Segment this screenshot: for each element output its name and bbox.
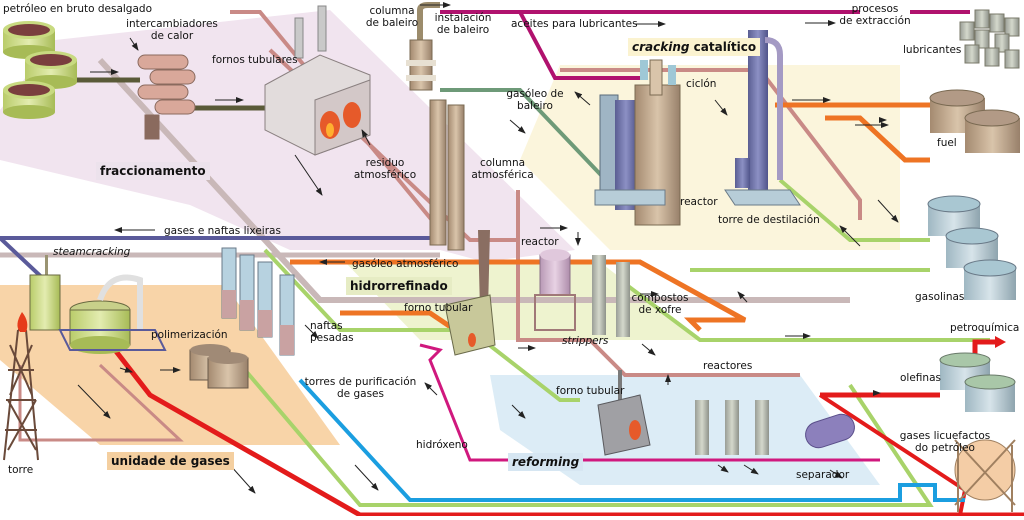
label-reactores: reactores <box>703 360 753 372</box>
label-strippers: strippers <box>562 335 609 347</box>
label-aceites-lubricantes: aceites para lubricantes <box>511 18 638 30</box>
label-line: do petróleo <box>915 442 975 454</box>
label-fornos-tubulares: fornos tubulares <box>212 54 298 66</box>
label-line: intercambiadores <box>126 18 218 30</box>
label-line: torres de purificación <box>304 376 417 388</box>
zone-reforming <box>490 375 880 485</box>
label-line: de baleiro <box>365 17 419 29</box>
label-polimerizacion: polimerización <box>151 329 228 341</box>
pipe-lpg <box>298 378 965 502</box>
label-torre: torre <box>8 464 34 476</box>
label-reactor-hidro: reactor <box>521 236 559 248</box>
section-cracking-rest: catalítico <box>689 40 757 54</box>
pipe-light-gas <box>0 236 440 287</box>
section-unidade-gases: unidade de gases <box>107 452 234 470</box>
zone-cracking <box>520 65 900 250</box>
label-line: columna <box>369 5 415 17</box>
label-line: atmosférica <box>471 169 534 181</box>
label-line: pesadas <box>310 332 354 344</box>
cracking-unit <box>594 30 801 226</box>
crude-tanks <box>3 21 77 119</box>
section-cracking-italic: cracking <box>632 40 690 54</box>
pipe-lubricant <box>440 10 640 80</box>
pipe-hydrogen <box>419 343 880 462</box>
label-line: baleiro <box>517 100 553 112</box>
label-line: de baleiro <box>436 24 490 36</box>
pipe-gasoline <box>618 278 990 342</box>
label-line: de xofre <box>638 304 682 316</box>
label-line: de calor <box>150 30 194 42</box>
label-line: instalación <box>434 12 492 24</box>
label-olefinas: olefinas <box>900 372 941 384</box>
label-gasoleo-atmosferico: gasóleo atmosférico <box>352 258 459 270</box>
label-line: compostos <box>631 292 689 304</box>
pipe-residue <box>516 190 800 377</box>
purification-towers <box>221 247 295 356</box>
label-separador: separador <box>796 469 850 481</box>
pipe-residue <box>230 10 442 232</box>
label-hidroxeno: hidróxeno <box>416 439 468 451</box>
pipe-gasoline <box>243 368 934 507</box>
reforming-unit <box>597 370 855 456</box>
label-line: naftas <box>310 320 343 332</box>
label-line: residuo <box>365 157 405 169</box>
label-petroquimica: petroquímica <box>950 322 1020 334</box>
label-petroleo-bruto: petróleo en bruto desalgado <box>3 3 152 15</box>
section-cracking-catalitico: cracking catalítico <box>628 38 761 56</box>
pipe-fuel <box>825 115 930 163</box>
section-fraccionamento: fraccionamento <box>96 162 210 180</box>
polymerisation-tanks <box>189 344 249 389</box>
steamcracking-unit <box>29 255 167 354</box>
lpg-sphere <box>954 439 1016 512</box>
label-line: procesos <box>851 3 899 15</box>
label-line: de gases <box>337 388 384 400</box>
fuel-tanks <box>929 89 1020 153</box>
label-line: de extracción <box>839 15 911 27</box>
label-forno-tubular-hidro: forno tubular <box>404 302 473 314</box>
label-torre-destilacion: torre de destilación <box>718 214 820 226</box>
pipe-residue <box>18 363 184 442</box>
label-steamcracking: steamcracking <box>53 246 131 258</box>
label-line: gases licuefactos <box>899 430 991 442</box>
gasoline-tanks <box>927 195 1017 300</box>
atmospheric-column <box>429 99 465 251</box>
label-reactor-cracking: reactor <box>680 196 718 208</box>
label-line: columna <box>479 157 526 169</box>
pipes <box>0 10 1024 518</box>
flow-arrows <box>77 2 899 494</box>
pipe-gasoline <box>778 178 930 242</box>
label-line: atmosférico <box>353 169 417 181</box>
heat-exchangers <box>137 54 196 140</box>
section-hidrorrefinado: hidrorrefinado <box>346 277 452 295</box>
label-gases-naftas: gases e naftas lixeiras <box>164 225 281 237</box>
pipe-grey <box>97 57 850 303</box>
label-lubricantes: lubricantes <box>903 44 962 56</box>
label-gasolinas: gasolinas <box>915 291 965 303</box>
pipe-fuel <box>290 259 747 332</box>
label-line: gasóleo de <box>506 88 564 100</box>
olefin-tanks <box>939 336 1016 412</box>
label-forno-tubular-reforming: forno tubular <box>556 385 625 397</box>
label-ciclon: ciclón <box>686 78 717 90</box>
hydrotreating-unit <box>444 230 630 356</box>
lubricant-drums <box>959 9 1020 69</box>
flare-tower <box>3 312 39 461</box>
section-reforming: reforming <box>508 453 584 471</box>
tubular-furnaces <box>264 5 371 156</box>
label-fuel: fuel <box>937 137 957 149</box>
